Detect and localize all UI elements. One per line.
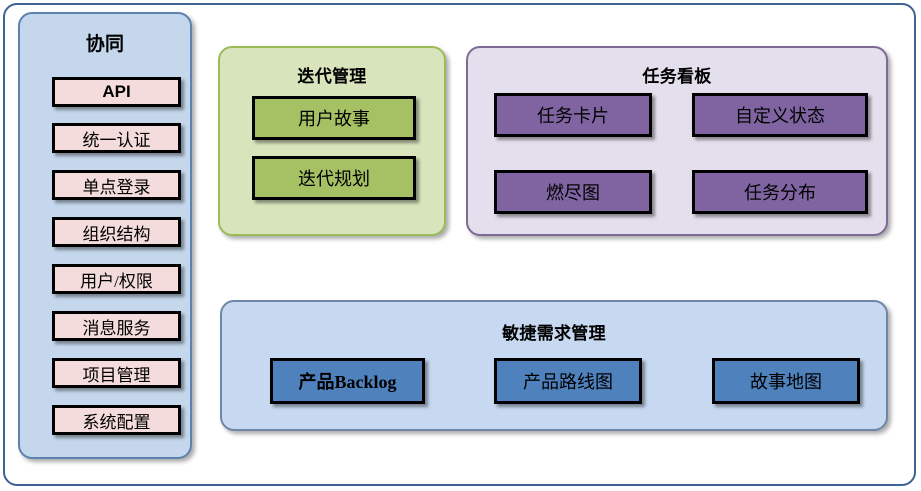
panel-collaboration: 协同 API 统一认证 单点登录 组织结构 用户/权限 消息服务 项目管理 系统… — [18, 12, 192, 459]
sidebar-item-unified-auth[interactable]: 统一认证 — [52, 123, 181, 153]
taskboard-item-task-distribution[interactable]: 任务分布 — [692, 170, 868, 214]
panel-iteration-management: 迭代管理 用户故事 迭代规划 — [218, 46, 446, 236]
panel-task-board-title: 任务看板 — [642, 67, 712, 86]
panel-agile-requirement: 敏捷需求管理 产品Backlog 产品路线图 故事地图 — [220, 300, 888, 431]
sidebar-item-project-management[interactable]: 项目管理 — [52, 358, 181, 388]
taskboard-item-burndown-chart[interactable]: 燃尽图 — [494, 170, 652, 214]
sidebar-item-org-structure[interactable]: 组织结构 — [52, 217, 181, 247]
iteration-item-user-story[interactable]: 用户故事 — [252, 96, 416, 140]
taskboard-item-task-card[interactable]: 任务卡片 — [494, 93, 652, 137]
sidebar-item-system-config[interactable]: 系统配置 — [52, 405, 181, 435]
sidebar-item-user-permission[interactable]: 用户/权限 — [52, 264, 181, 294]
sidebar-item-api[interactable]: API — [52, 77, 181, 107]
taskboard-item-custom-status[interactable]: 自定义状态 — [692, 93, 868, 137]
panel-task-board: 任务看板 任务卡片 自定义状态 燃尽图 任务分布 — [466, 46, 888, 236]
agile-item-product-backlog[interactable]: 产品Backlog — [270, 358, 425, 404]
panel-agile-title: 敏捷需求管理 — [502, 324, 606, 343]
sidebar-item-single-sign-on[interactable]: 单点登录 — [52, 170, 181, 200]
sidebar-item-message-service[interactable]: 消息服务 — [52, 311, 181, 341]
panel-iteration-title: 迭代管理 — [297, 67, 367, 86]
iteration-item-iteration-planning[interactable]: 迭代规划 — [252, 156, 416, 200]
agile-item-product-roadmap[interactable]: 产品路线图 — [494, 358, 642, 404]
panel-collaboration-title: 协同 — [85, 34, 125, 55]
agile-item-story-map[interactable]: 故事地图 — [712, 358, 860, 404]
